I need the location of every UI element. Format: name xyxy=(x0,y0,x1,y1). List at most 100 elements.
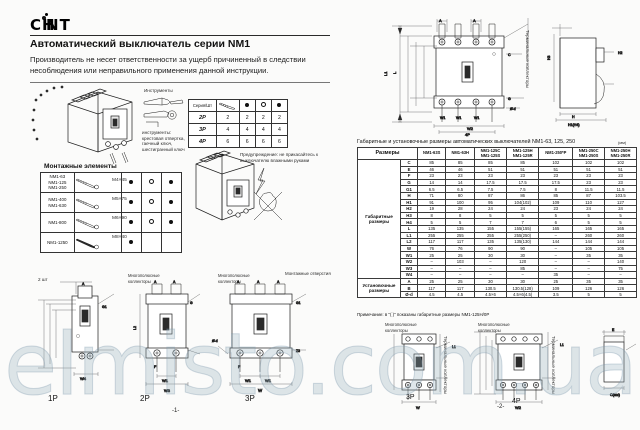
cell: 90 xyxy=(505,244,540,253)
cell: 23 xyxy=(505,172,540,180)
tools-caption: Инструменты xyxy=(144,88,173,93)
cell: – xyxy=(445,271,476,279)
header-divider-2 xyxy=(30,82,330,83)
cell: 7.5 xyxy=(474,185,507,193)
svg-text:C(мм): C(мм) xyxy=(610,393,620,397)
table-row: 3P 4 4 4 4 xyxy=(188,123,289,136)
table-row: NM1-63 NM1-125 NM1-250 xyxy=(40,172,183,193)
label-3p: 3P xyxy=(245,394,255,403)
cell: – xyxy=(474,257,507,266)
pole-label: 2P xyxy=(188,111,217,124)
breaker-2p-drawing: W1 W3 A A G L2 F xyxy=(133,280,201,393)
cell: – xyxy=(572,264,606,273)
svg-text:W1: W1 xyxy=(456,116,461,120)
svg-text:W2: W2 xyxy=(515,405,522,410)
svg-text:G: G xyxy=(190,301,193,305)
terminal-caption-4p: Терминальные коллекторы xyxy=(551,336,556,395)
cell: 95 xyxy=(474,198,507,207)
cell: 117 xyxy=(445,238,476,246)
table-row: Ø-d 4.5 4.5 4.5×6 4.5×6(4.5) 3.5 5 5 xyxy=(358,290,637,299)
cell: 103 xyxy=(445,257,476,266)
cell: 17.5 xyxy=(538,178,574,187)
cell: 25 xyxy=(538,277,574,286)
cell: 7 xyxy=(505,218,540,226)
cell: 85 xyxy=(445,159,476,167)
cell: 5 xyxy=(604,211,637,220)
multi-pole-caption-right-1: Многополюсные коллекторы xyxy=(385,322,417,333)
multi-pole-caption-3p: Многополюсные коллекторы xyxy=(218,273,250,284)
cell: 4.5×6 xyxy=(474,290,507,299)
svg-text:A: A xyxy=(82,282,85,286)
cell: – xyxy=(538,244,574,253)
cell: 155 xyxy=(474,224,507,233)
cell: 140 xyxy=(604,257,637,266)
cell: 255(250) xyxy=(505,231,540,240)
row-label: C xyxy=(400,159,418,167)
cell: 127 xyxy=(604,198,637,207)
cell: 144 xyxy=(538,238,574,246)
cell: 85 xyxy=(474,159,507,167)
column-header: NM1-250C NM1-250S xyxy=(572,147,606,160)
svg-text:A: A xyxy=(237,280,240,284)
label-4p-right: 4P xyxy=(512,398,521,405)
brand-logo: CHNT xyxy=(30,13,71,34)
dot-cell xyxy=(160,232,183,253)
cell: 14 xyxy=(416,178,447,187)
svg-text:W3: W3 xyxy=(164,388,171,393)
label-1p: 1P xyxy=(48,394,58,403)
row-label: F xyxy=(400,172,418,180)
terminal-caption-top: Терминальные коллекторы xyxy=(525,30,530,89)
cell: 5 xyxy=(538,211,574,220)
cell: 144 xyxy=(604,238,637,246)
cell: 6.5 xyxy=(445,185,476,193)
tools-list: инструменты: крестовая отвертка, гаечный… xyxy=(142,130,185,152)
cell: 6 xyxy=(538,218,574,226)
cell: 117 xyxy=(445,284,476,292)
cell: 165 xyxy=(604,224,637,233)
cell: 117 xyxy=(416,284,447,292)
cell: 2 xyxy=(270,111,289,124)
cell: 5 xyxy=(474,211,507,220)
cell: 6.5 xyxy=(416,185,447,193)
label-3p-right: 3P xyxy=(406,394,415,401)
screw-size-label: M4×45 xyxy=(112,178,127,183)
dot-cell xyxy=(160,212,183,233)
cell: 6 xyxy=(254,135,272,148)
cell: 8 xyxy=(416,211,447,220)
cell: 85 xyxy=(505,264,540,273)
svg-text:G1: G1 xyxy=(296,301,301,305)
cell: – xyxy=(445,264,476,273)
cell: 6 xyxy=(215,135,240,148)
cell: 120 xyxy=(505,257,540,266)
model-cell: NM1-1250 xyxy=(40,232,75,253)
svg-text:E: E xyxy=(612,328,615,332)
column-header: NM1-250*P xyxy=(538,147,574,160)
dimensions-table-title: Габаритные и установочные размеры автома… xyxy=(357,139,576,145)
disclaimer-text: Производитель не несет ответственности з… xyxy=(30,55,306,75)
cell: 4 xyxy=(238,123,256,136)
svg-text:H2: H2 xyxy=(618,51,622,55)
cell: 23 xyxy=(416,172,447,180)
cell: 6 xyxy=(238,135,256,148)
svg-text:G: G xyxy=(508,97,511,101)
cell: 71 xyxy=(416,191,447,200)
cell: 100 xyxy=(445,198,476,207)
group-label-overall: Габаритные размеры xyxy=(357,159,401,279)
cell: 6 xyxy=(270,135,289,148)
svg-text:4P: 4P xyxy=(465,132,470,137)
group-label-install: Установочные размеры xyxy=(357,277,401,299)
row-label: L xyxy=(400,224,418,233)
screw-size-label: M8×40 xyxy=(112,235,127,240)
mounting-elements-title: Монтажные элементы xyxy=(44,163,117,170)
cell: – xyxy=(572,271,606,279)
dimensions-table: Размеры NM1-63S NM1-63H NM1-125C NM1-125… xyxy=(357,147,637,299)
row-label: H3 xyxy=(400,211,418,220)
cell: 165 xyxy=(572,224,606,233)
row-label: H4 xyxy=(400,218,418,226)
cell: 260 xyxy=(572,231,606,240)
mount-hole-caption: Монтажные отверстия xyxy=(285,271,331,276)
cell: – xyxy=(538,231,574,240)
dimensions-note: Примечание: в "( )" показаны габаритные … xyxy=(357,312,490,317)
dot-cell xyxy=(140,232,162,253)
cell: 135(130) xyxy=(505,238,540,246)
